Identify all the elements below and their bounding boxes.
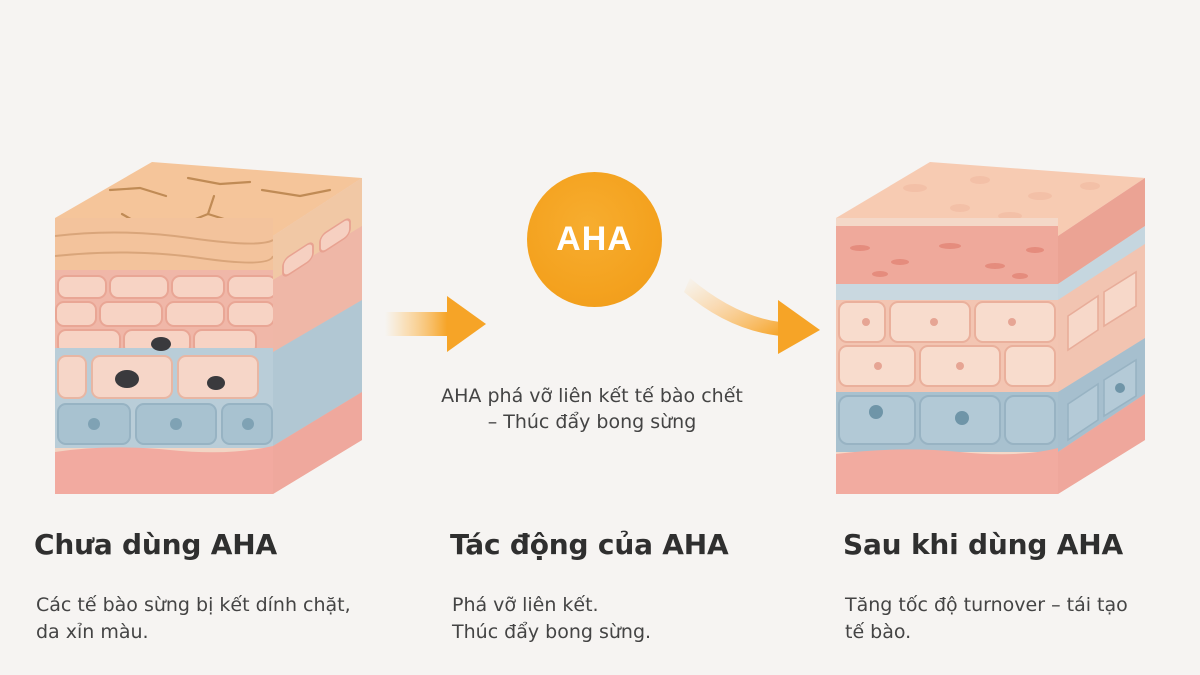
middle-caption: AHA phá vỡ liên kết tế bào chết – Thúc đ… — [392, 383, 792, 435]
column-desc-effect: Phá vỡ liên kết. Thúc đẩy bong sừng. — [452, 592, 651, 646]
curved-arrow-icon — [684, 278, 820, 354]
column-desc-before-line1: Các tế bào sừng bị kết dính chặt, — [36, 594, 351, 616]
column-desc-effect-line1: Phá vỡ liên kết. — [452, 594, 599, 616]
column-desc-before-line2: da xỉn màu. — [36, 621, 149, 643]
cube-top-face — [836, 162, 1145, 236]
aha-badge: AHA — [527, 172, 662, 307]
column-desc-before: Các tế bào sừng bị kết dính chặt, da xỉn… — [36, 592, 351, 646]
cube-top-face — [55, 162, 362, 236]
column-desc-after-line2: tế bào. — [845, 621, 912, 643]
column-desc-effect-line2: Thúc đẩy bong sừng. — [452, 621, 652, 643]
column-title-effect: Tác động của AHA — [450, 528, 729, 561]
skin-cube-before-icon — [55, 162, 362, 494]
column-desc-after: Tăng tốc độ turnover – tái tạo tế bào. — [845, 592, 1128, 646]
aha-badge-label: AHA — [556, 220, 633, 258]
middle-caption-line1: AHA phá vỡ liên kết tế bào chết — [441, 385, 743, 407]
skin-cube-after-icon — [836, 162, 1145, 494]
middle-caption-line2: – Thúc đẩy bong sừng — [487, 411, 697, 433]
arrow-right-icon — [385, 296, 486, 352]
column-title-before: Chưa dùng AHA — [34, 528, 277, 561]
column-desc-after-line1: Tăng tốc độ turnover – tái tạo — [845, 594, 1128, 616]
column-title-after: Sau khi dùng AHA — [843, 528, 1123, 561]
